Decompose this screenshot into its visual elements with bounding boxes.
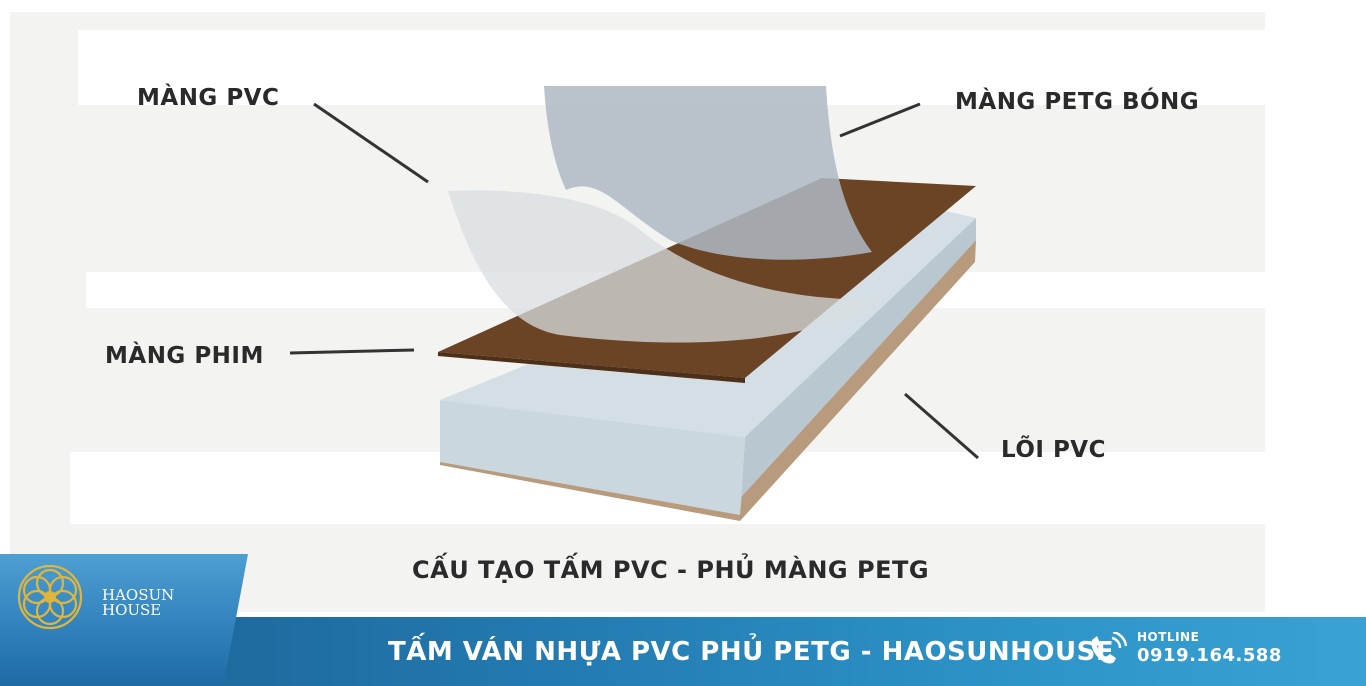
hotline-label: HOTLINE bbox=[1137, 630, 1200, 644]
pvc-core-side bbox=[740, 218, 976, 515]
decor-film-edge bbox=[438, 352, 745, 383]
brand-name-line1: HAOSUN bbox=[102, 586, 175, 604]
leader-decor-film bbox=[289, 348, 415, 355]
label-pvc-core: LÕI PVC bbox=[1001, 437, 1106, 463]
hotline-number[interactable]: 0919.164.588 bbox=[1137, 645, 1282, 666]
leader-pvc-core bbox=[904, 392, 979, 460]
pvc-film-sheet bbox=[448, 190, 880, 343]
petg-film-sheet bbox=[544, 86, 872, 260]
label-petg-film: MÀNG PETG BÓNG bbox=[955, 89, 1200, 115]
banner-title: TẤM VÁN NHỰA PVC PHỦ PETG - HAOSUNHOUSE bbox=[388, 637, 1115, 667]
leader-pvc-film bbox=[313, 102, 429, 184]
diagram-caption: CẤU TẠO TẤM PVC - PHỦ MÀNG PETG bbox=[412, 556, 930, 584]
pvc-core-front bbox=[440, 400, 745, 515]
brand-name: HAOSUN HOUSE bbox=[102, 588, 174, 618]
flower-logo-icon bbox=[17, 564, 83, 630]
leader-petg-film bbox=[839, 102, 921, 138]
phone-icon[interactable] bbox=[1086, 632, 1130, 668]
label-pvc-film: MÀNG PVC bbox=[137, 85, 280, 111]
label-decor-film: MÀNG PHIM bbox=[105, 343, 264, 369]
brand-name-line2: HOUSE bbox=[102, 601, 162, 619]
